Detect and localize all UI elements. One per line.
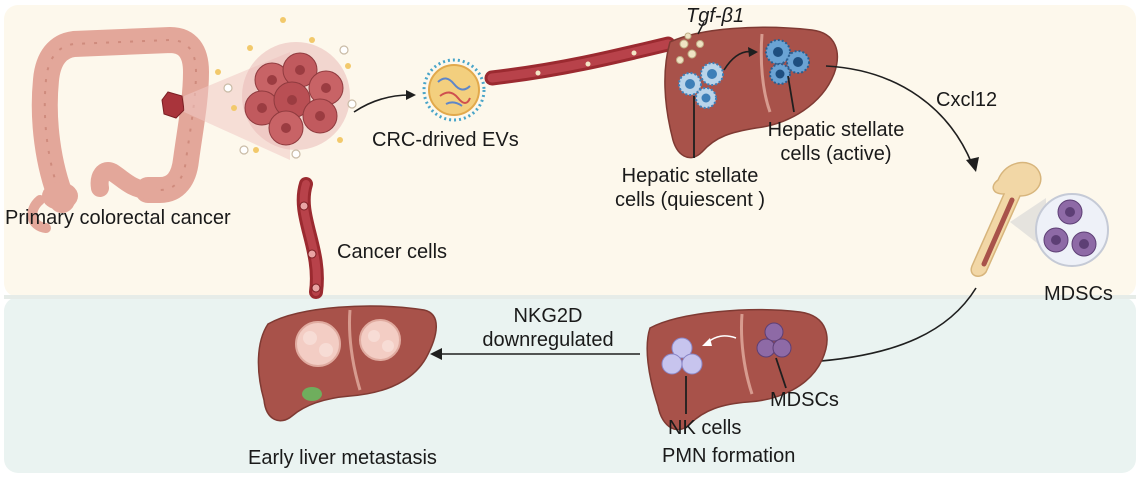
tumor-cluster-icon [242,42,350,150]
pointer-hsc-active [787,75,795,113]
arrow-cxcl12-head [966,157,979,172]
nk-cells-icon [661,337,703,375]
arrow-tumor-to-ev [353,94,411,113]
mdsc-liver-icon [756,322,792,358]
arrow-tumor-to-ev-head [406,90,416,100]
released-vesicles-light [223,45,357,159]
arrow-mdsc-recruitment [807,287,977,363]
label-nk-cells: NK cells [668,417,742,439]
circulating-cancer-cells [299,201,321,293]
arrow-cxcl12 [825,65,973,165]
vessel-vesicles [535,50,637,76]
label-hsc-quiescent-line1: Hepatic stellate [621,165,759,187]
label-mdscs-bone: MDSCs [1044,283,1113,305]
mdsc-zoom-icon [1035,193,1109,267]
pointer-tgf [697,21,705,35]
label-nkg2d-line1: NKG2D [513,305,583,327]
label-cancer-cells: Cancer cells [337,241,448,263]
label-early-metastasis: Early liver metastasis [248,447,437,469]
label-nkg2d-line2: downregulated [482,329,614,351]
label-mdscs-liver: MDSCs [770,389,839,411]
released-vesicles [215,17,351,153]
ev-icon [422,58,486,122]
panel-divider [4,295,1136,299]
arrow-nkg2d-head [430,348,442,360]
tgf-beta-vesicles [676,32,704,64]
label-tgf-beta1: Tgf-β1 [686,5,745,27]
label-hsc-quiescent-line2: cells (quiescent ) [614,189,766,211]
bone-marrow-icon [970,161,1042,277]
label-hsc-active-line1: Hepatic stellate [767,119,905,141]
label-crc-evs: CRC-drived EVs [372,129,519,151]
label-pmn-formation: PMN formation [662,445,796,467]
label-cxcl12: Cxcl12 [936,89,998,111]
colon-icon [27,26,210,233]
label-primary-cancer: Primary colorectal cancer [5,207,231,229]
quiescent-hsc-cells [678,62,724,109]
pointer-mdscs [775,357,787,389]
primary-tumor-icon [161,91,185,119]
metastatic-tumors-icon [295,319,401,367]
active-hsc-cells [765,39,810,85]
label-hsc-active-line2: cells (active) [780,143,892,165]
